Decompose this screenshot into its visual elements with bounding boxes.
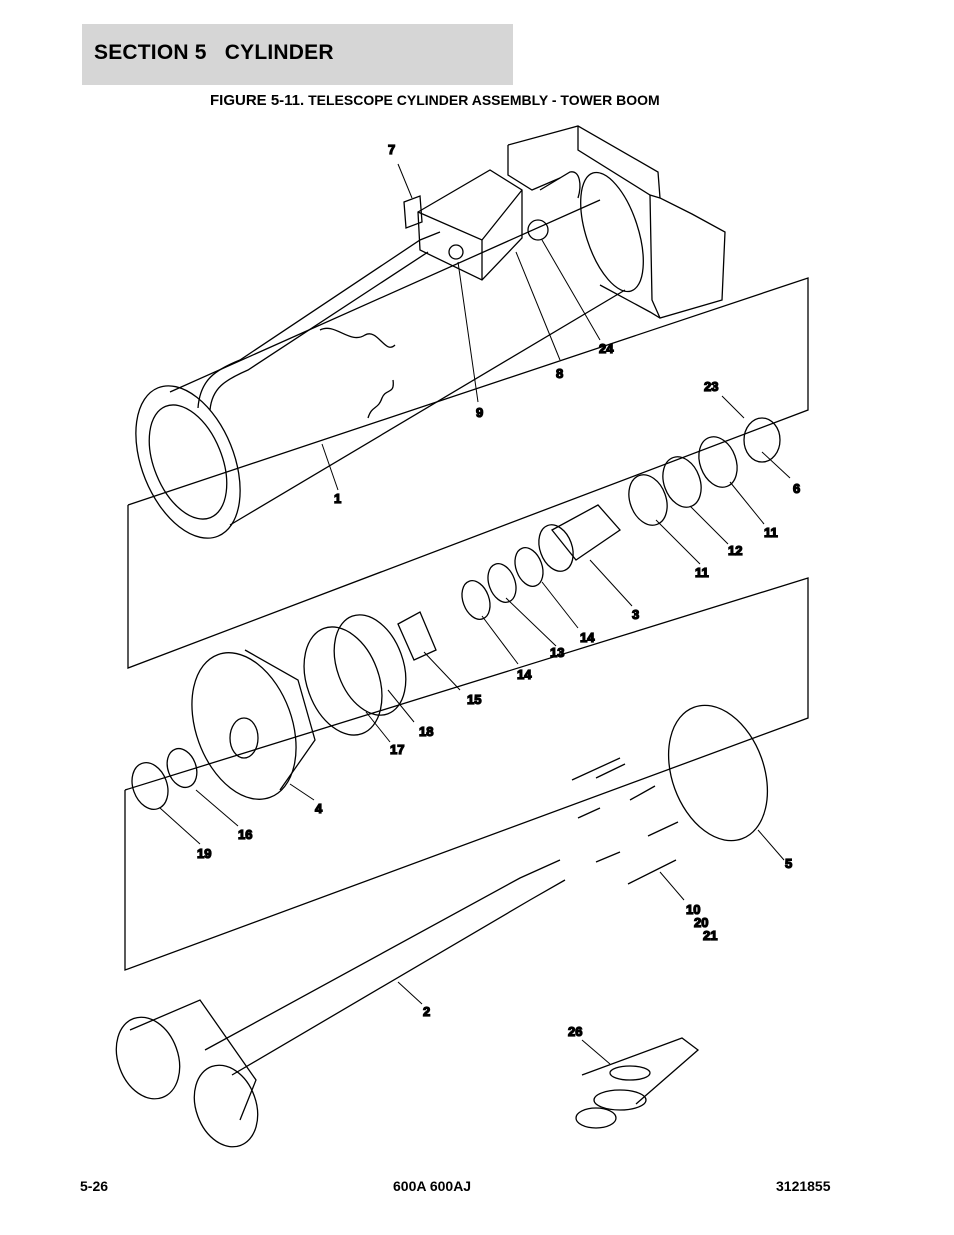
callout-18: 18 (419, 724, 433, 739)
callout-24: 24 (599, 341, 614, 356)
callout-13: 13 (550, 645, 564, 660)
section-header-band (82, 24, 513, 85)
callout-1: 1 (334, 491, 341, 506)
callout-19: 19 (197, 846, 211, 861)
callout-23: 23 (704, 379, 718, 394)
callout-26: 26 (568, 1024, 582, 1039)
callout-11b: 11 (695, 565, 709, 580)
figure-title: FIGURE 5-11. TELESCOPE CYLINDER ASSEMBLY… (210, 92, 660, 109)
footer-doc-number: 3121855 (776, 1178, 831, 1194)
figure-caption: TELESCOPE CYLINDER ASSEMBLY - TOWER BOOM (308, 92, 660, 108)
cylinder-rod (115, 859, 566, 1148)
callout-labels: 7 24 8 9 23 6 1 11 12 11 3 14 13 14 15 1… (196, 141, 801, 1039)
callout-2: 2 (423, 1004, 430, 1019)
section-title: SECTION 5 CYLINDER (94, 41, 334, 64)
callout-14a: 14 (580, 630, 595, 645)
callout-6: 6 (793, 481, 800, 496)
tower-boom-bracket (507, 125, 726, 319)
callout-7: 7 (388, 142, 395, 157)
head-parts (131, 614, 407, 810)
callout-8: 8 (556, 366, 563, 381)
group-outline-piston (127, 277, 809, 669)
group-outline-head (124, 577, 809, 971)
callout-14b: 14 (517, 667, 532, 682)
callout-4: 4 (315, 801, 323, 816)
valve-block (403, 169, 549, 281)
seal-kit (575, 1037, 700, 1129)
bolt-set (571, 757, 679, 885)
head-gasket (667, 704, 769, 842)
piston-parts (397, 417, 781, 661)
callout-15: 15 (467, 692, 481, 707)
footer-model: 600A 600AJ (393, 1178, 472, 1194)
callout-10: 10 (686, 902, 700, 917)
callout-9: 9 (476, 405, 483, 420)
callout-11a: 11 (764, 525, 778, 540)
callout-17: 17 (390, 742, 404, 757)
callout-12: 12 (728, 543, 742, 558)
callout-16: 16 (238, 827, 252, 842)
figure-number: FIGURE 5-11. (210, 92, 305, 109)
callout-21: 21 (703, 928, 717, 943)
footer-page-number: 5-26 (80, 1178, 109, 1194)
callout-leaders (159, 163, 791, 1065)
callout-3: 3 (632, 607, 639, 622)
callout-5: 5 (785, 856, 792, 871)
callout-20: 20 (694, 915, 708, 930)
